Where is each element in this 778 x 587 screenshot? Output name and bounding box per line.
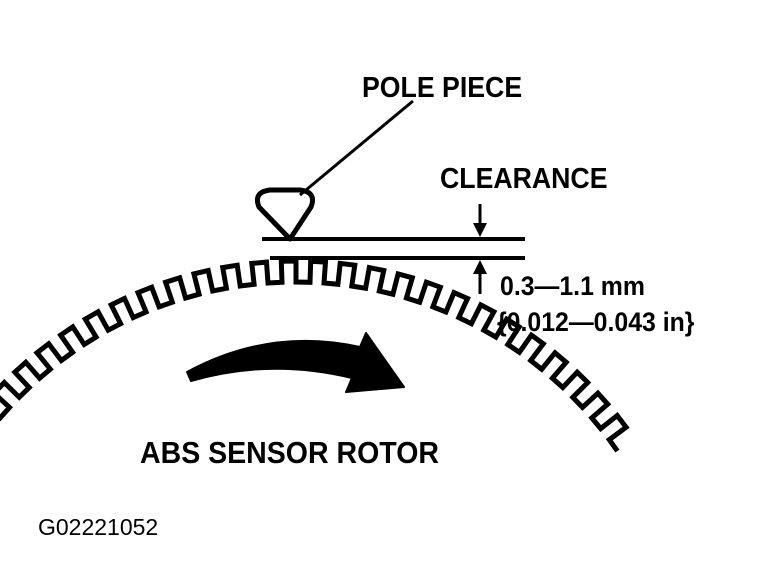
dimension-arrow-bottom-head (473, 260, 487, 274)
clearance-spec-in: {0.012—0.043 in} (497, 307, 695, 337)
rotor-teeth (0, 258, 630, 453)
dimension-arrow-top-head (473, 223, 487, 237)
rotor-label: ABS SENSOR ROTOR (140, 435, 439, 470)
pole-piece-leader (299, 99, 414, 197)
pole-piece (254, 187, 316, 242)
pole-piece-label: POLE PIECE (362, 72, 523, 104)
rotation-arrow (186, 332, 405, 393)
clearance-spec-mm: 0.3—1.1 mm (500, 271, 645, 301)
clearance-label: CLEARANCE (440, 163, 608, 195)
figure-id: G02221052 (38, 514, 159, 540)
